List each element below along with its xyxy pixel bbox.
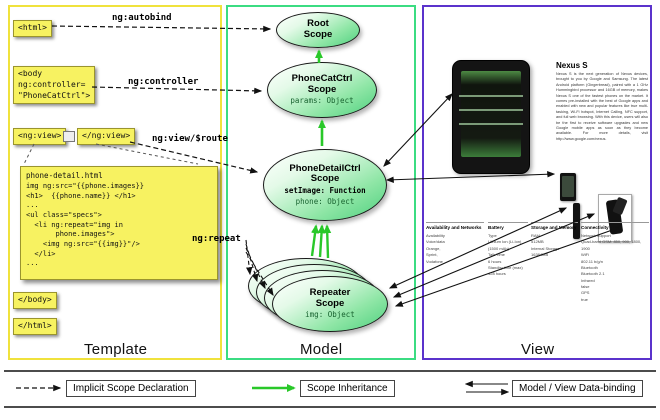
scope-name: Root [307, 18, 329, 30]
ng-controller-label: ng:controller [128, 77, 199, 87]
code-body: img ng:src="{{phone.images}} <h1> {{phon… [26, 182, 145, 268]
ng-view-route-label: ng:view/$route [152, 134, 228, 144]
spec-body: Availability Voice/data Orange, Sprint, … [426, 232, 445, 264]
body-close-tagbox: </body> [13, 292, 57, 309]
spec-col-battery: Battery Type Lithium Ion (Li-Ion) (1500 … [488, 222, 528, 278]
scope-name: Scope [310, 173, 340, 185]
phonedetailctrl-scope-ellipse: PhoneDetailCtrl Scope setImage: Function… [263, 149, 387, 221]
scope-property: params: Object [290, 96, 354, 106]
scope-name: Scope [307, 83, 337, 95]
screen-row [459, 109, 523, 111]
screen-row [459, 95, 523, 97]
scope-name: PhoneCatCtrl [291, 73, 353, 84]
scope-property: setImage: Function [284, 185, 366, 195]
scope-property: img: Object [305, 310, 355, 320]
scope-name: Scope [303, 29, 333, 40]
legend-scope-inheritance: Scope Inheritance [300, 380, 395, 397]
spec-col-availability: Availability and Networks Availability V… [426, 222, 484, 265]
ng-autobind-label: ng:autobind [112, 13, 172, 23]
html-close-tagbox: </html> [13, 318, 57, 335]
nexus-s-phone-image [452, 60, 530, 174]
body-open-tagbox: <body ng:controller= "PhoneCatCtrl"> [13, 66, 96, 105]
spec-body: RAM 512MB Internal Storage 16384MB [531, 232, 560, 258]
spec-col-connectivity: Connectivity Network Support Quad-band G… [581, 222, 649, 303]
code-title: phone-detail.html [26, 171, 103, 180]
spec-header: Availability and Networks [426, 225, 482, 230]
view-panel [422, 5, 652, 360]
scope-name: Scope [315, 297, 345, 309]
spec-header: Storage and Memory [531, 225, 577, 230]
repeater-scope-ellipse: Repeater Scope img: Object [272, 276, 388, 332]
root-scope-ellipse: Root Scope [276, 12, 360, 48]
phonecatctrl-scope-ellipse: PhoneCatCtrl Scope params: Object [267, 62, 377, 118]
spec-header: Connectivity [581, 225, 609, 230]
view-panel-label: View [521, 341, 555, 358]
phone-description: Nexus S is the next generation of Nexus … [556, 72, 648, 141]
ng-repeat-label: ng:repeat [192, 234, 241, 244]
ngview-open-tagbox: <ng:view> [13, 128, 67, 145]
phone-thumbnail [560, 173, 576, 201]
ngview-close-tagbox: </ng:view> [77, 128, 136, 145]
thumbnail-screen [562, 176, 574, 197]
spec-body: Type Lithium Ion (Li-Ion) (1500 mAh) Tal… [488, 232, 523, 277]
html-open-tagbox: <html> [13, 20, 52, 37]
model-panel-label: Model [300, 341, 343, 358]
phone-title: Nexus S [556, 61, 588, 70]
scope-name: PhoneDetailCtrl [289, 162, 361, 174]
spec-col-storage: Storage and Memory RAM 512MB Internal St… [531, 222, 578, 259]
legend-data-binding: Model / View Data-binding [512, 380, 643, 397]
screen-row [459, 123, 523, 125]
scope-property: phone: Object [295, 196, 355, 206]
view-placeholder-icon [63, 131, 75, 142]
scope-name: Repeater [309, 287, 351, 298]
legend-implicit-scope: Implicit Scope Declaration [66, 380, 196, 397]
phone-screen [461, 71, 521, 157]
template-panel-label: Template [84, 341, 148, 358]
spec-body: Network Support Quad-band GSM: 850, 900,… [581, 232, 642, 302]
phone-detail-codebox: phone-detail.html img ng:src="{{phone.im… [20, 166, 218, 280]
spec-header: Battery [488, 225, 504, 230]
